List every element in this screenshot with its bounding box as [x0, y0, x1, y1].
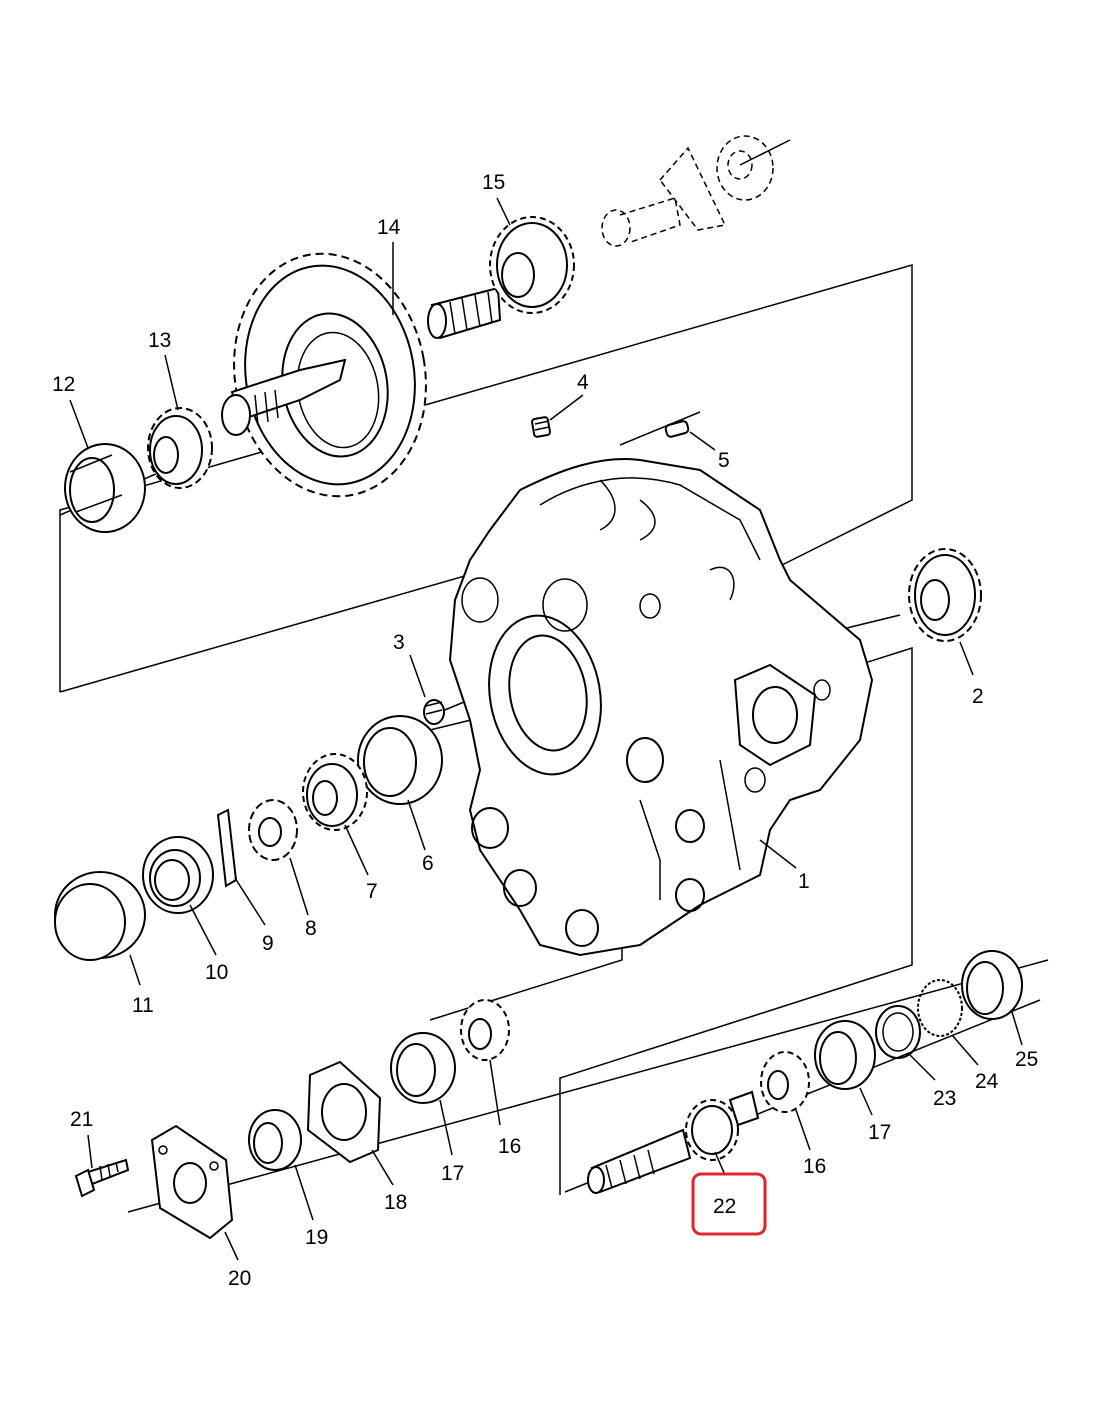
highlight-box-22 [691, 1172, 767, 1236]
callout-18: 18 [384, 1191, 407, 1214]
cap-part-11 [54, 871, 146, 961]
callout-10: 10 [205, 961, 228, 984]
callout-labels: 1 2 3 4 5 6 7 8 9 10 11 12 13 14 15 16 1… [52, 171, 1038, 1290]
bearing-cone-part-13 [147, 407, 213, 489]
bearing-cone-part-16-left [460, 999, 510, 1061]
callout-8: 8 [305, 917, 317, 940]
cover-plate-part-20 [150, 1124, 234, 1240]
shim-ring-part-24 [917, 979, 963, 1037]
bearing-cone-part-7 [302, 753, 368, 831]
dowel-part-5 [664, 420, 690, 438]
callout-4: 4 [577, 371, 589, 394]
lock-plate-part-9 [216, 808, 238, 888]
bearing-cup-part-17-left [390, 1032, 456, 1104]
callout-17-left: 17 [441, 1162, 464, 1185]
gasket-part-18 [306, 1060, 382, 1164]
callout-3: 3 [393, 631, 405, 654]
bearing-cup-part-12 [64, 443, 146, 533]
callout-2: 2 [972, 685, 984, 708]
callout-12: 12 [52, 373, 75, 396]
callout-20: 20 [228, 1267, 251, 1290]
snap-ring-part-23 [875, 1005, 921, 1059]
seal-part-10 [142, 836, 214, 914]
callout-7: 7 [366, 880, 378, 903]
housing-part-1 [448, 458, 874, 957]
plug-part-4 [531, 416, 551, 438]
seal-part-19 [248, 1109, 302, 1171]
plug-part-3 [423, 699, 445, 725]
callout-1: 1 [798, 870, 810, 893]
bearing-cup-part-17-right [814, 1020, 876, 1090]
bearing-cone-part-16-right [760, 1051, 810, 1113]
callout-17-right: 17 [868, 1121, 891, 1144]
callout-25: 25 [1015, 1048, 1038, 1071]
callout-5: 5 [718, 449, 730, 472]
callout-6: 6 [422, 852, 434, 875]
large-gear-part-14 [221, 252, 427, 498]
callout-16-right: 16 [803, 1155, 826, 1178]
leader-lines [69, 197, 1023, 1261]
callout-13: 13 [148, 329, 171, 352]
pinion-shaft-part-15 [427, 216, 575, 340]
bolt-part-21 [74, 1158, 130, 1198]
gear-part-2 [908, 548, 982, 642]
callout-16-left: 16 [498, 1135, 521, 1158]
callout-24: 24 [975, 1070, 999, 1093]
bearing-cup-part-6 [357, 715, 443, 805]
callout-23: 23 [933, 1087, 956, 1110]
dashed-reference-parts [601, 135, 774, 247]
bearing-cup-part-25 [961, 950, 1023, 1020]
callout-19: 19 [305, 1226, 328, 1249]
pinion-shaft-part-22 [587, 1090, 760, 1194]
callout-9: 9 [262, 932, 274, 955]
callout-21: 21 [70, 1108, 93, 1131]
callout-11: 11 [132, 994, 154, 1017]
callout-15: 15 [482, 171, 505, 194]
callout-14: 14 [377, 216, 401, 239]
callout-22: 22 [713, 1195, 736, 1218]
castle-nut-part-8 [248, 799, 298, 861]
